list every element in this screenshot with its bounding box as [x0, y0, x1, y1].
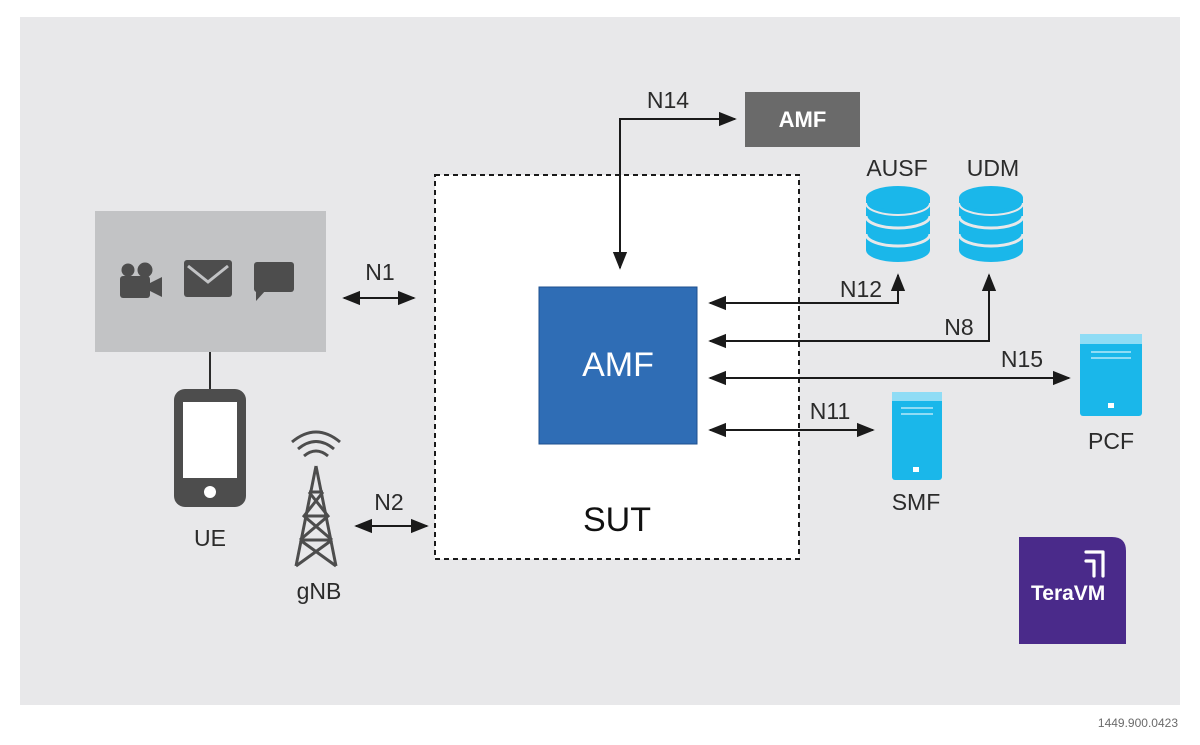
smartphone-icon: [174, 389, 246, 507]
cell-tower-icon: [291, 430, 341, 568]
smf-label: SMF: [891, 489, 941, 515]
sut-label: SUT: [583, 501, 651, 539]
ausf-label: AUSF: [866, 155, 928, 181]
gnb-label: gNB: [296, 578, 342, 604]
envelope-icon: [184, 260, 232, 297]
n15-label: N15: [1000, 346, 1044, 372]
server-icon: [892, 392, 942, 480]
pcf-label: PCF: [1088, 428, 1134, 454]
n11-label: N11: [809, 398, 851, 424]
teravm-logo-text: TeraVM: [1031, 582, 1106, 605]
server-icon: [1080, 334, 1142, 416]
n8-arrow: [708, 273, 997, 349]
document-code: 1449.900.0423: [1097, 716, 1178, 730]
n14-label: N14: [646, 87, 690, 113]
n14-arrow: [612, 111, 737, 270]
chat-bubble-icon: [254, 262, 294, 301]
n2-label: N2: [374, 489, 404, 515]
database-icon: [864, 186, 932, 262]
amf-main-box: [538, 286, 698, 445]
n1-label: N1: [365, 259, 395, 285]
teravm-logo: [1019, 537, 1126, 644]
amf-peer-box: [745, 92, 860, 147]
video-camera-icon: [120, 262, 162, 298]
amf-main-label: AMF: [582, 346, 654, 384]
ue-label: UE: [194, 525, 226, 551]
udm-label: UDM: [966, 155, 1020, 181]
amf-peer-label: AMF: [778, 106, 827, 132]
n8-label: N8: [944, 314, 974, 340]
database-icon: [957, 186, 1025, 262]
n12-label: N12: [839, 276, 883, 302]
